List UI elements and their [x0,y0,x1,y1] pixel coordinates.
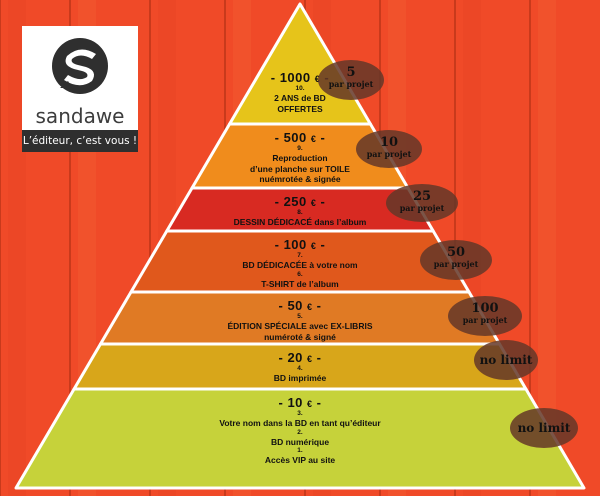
badge-sub: par projet [366,149,412,159]
reward-number: 7. [297,252,303,259]
reward-text: Accès VIP au site [264,455,336,465]
reward-number: 1. [297,447,303,454]
tier-price: - 250 € - [180,194,420,209]
tier-label-1: - 10 € -3.Votre nom dans la BD en tant q… [180,395,420,466]
reward-text: BD numérique [270,436,330,447]
tier-price: - 20 € - [180,350,420,365]
reward-number: 4. [297,365,303,372]
tier-price: - 100 € - [180,237,420,252]
badge-sub: par projet [328,79,374,89]
tier-price: - 500 € - [180,130,420,145]
price-dash: - [316,130,326,145]
badge-count: 5 [346,65,356,80]
reward-text: OFFERTES [277,103,323,114]
price-currency: € [315,74,321,84]
badge-count: 50 [446,245,466,260]
reward-text: d’une planche sur TOILE [250,163,350,174]
logo-wordmark: sandawe [35,104,125,128]
badge-sub: par projet [433,259,479,269]
price-currency: € [310,134,317,144]
price-currency: € [307,399,313,409]
badge-count: 10 [379,135,399,150]
price-currency: € [310,241,317,251]
reward-number: 6. [297,270,303,278]
tier-label-2: - 20 € -4.BD imprimée [180,350,420,384]
price-amount: - 250 [274,194,311,209]
badge-label: no limit [517,421,571,435]
price-dash: - [312,395,322,410]
price-amount: - 100 [274,237,311,252]
reward-text: Votre nom dans la BD en tant qu’éditeur [219,418,381,428]
price-dash: - [312,350,322,365]
plank-grain [538,0,556,496]
tier-price: - 50 € - [180,298,420,313]
reward-number: 8. [297,209,303,216]
plank-grain [8,0,26,496]
reward-text: DESSIN DÉDICACÉ dans l’album [233,217,367,227]
sandawe-s-icon [52,38,108,94]
sandawe-logo[interactable]: sandawe L’éditeur, c’est vous ! [22,26,138,152]
tier-price: - 10 € - [180,395,420,410]
price-currency: € [307,354,313,364]
price-currency: € [310,198,317,208]
reward-text: ÉDITION SPÉCIALE avec EX-LIBRIS [227,321,373,331]
price-amount: - 500 [274,130,311,145]
price-dash: - [316,237,326,252]
pyramid-tiers [14,2,586,490]
badge-count: 25 [412,189,432,204]
badge-sub: par projet [399,203,445,213]
reward-text: Reproduction [272,153,328,163]
pyramid-tier-1 [14,387,586,490]
badge-count: 100 [471,301,499,316]
quantity-badge-1: no limit [510,408,578,448]
reward-text: nuémrotée & signée [259,174,341,184]
logo-tagline: L’éditeur, c’est vous ! [22,130,138,152]
reward-number: 3. [297,410,303,417]
reward-number: 2. [297,428,303,436]
price-amount: - 1000 [270,70,315,85]
price-amount: - 10 [278,395,308,410]
tier-price: - 1000 € - [180,70,420,85]
badge-label: no limit [479,353,533,367]
reward-text: 2 ANS de BD [274,93,326,103]
badge-sub: par projet [462,315,508,325]
reward-text: T-SHIRT de l’album [261,278,339,289]
reward-text: numéroté & signé [264,331,336,342]
tier-label-5: - 250 € -8.DESSIN DÉDICACÉ dans l’album [180,194,420,228]
price-amount: - 50 [278,298,308,313]
reward-text: BD DÉDICACÉE à votre nom [242,260,358,270]
logo-panel: sandawe [22,26,138,130]
price-dash: - [312,298,322,313]
reward-text: BD imprimée [273,373,327,383]
reward-number: 9. [297,145,303,152]
price-dash: - [316,194,326,209]
price-currency: € [307,302,313,312]
price-amount: - 20 [278,350,308,365]
quantity-badge-2: no limit [474,340,538,380]
tier-label-3: - 50 € -5.ÉDITION SPÉCIALE avec EX-LIBRI… [180,298,420,342]
reward-number: 5. [297,313,303,320]
reward-number: 10. [295,85,305,92]
